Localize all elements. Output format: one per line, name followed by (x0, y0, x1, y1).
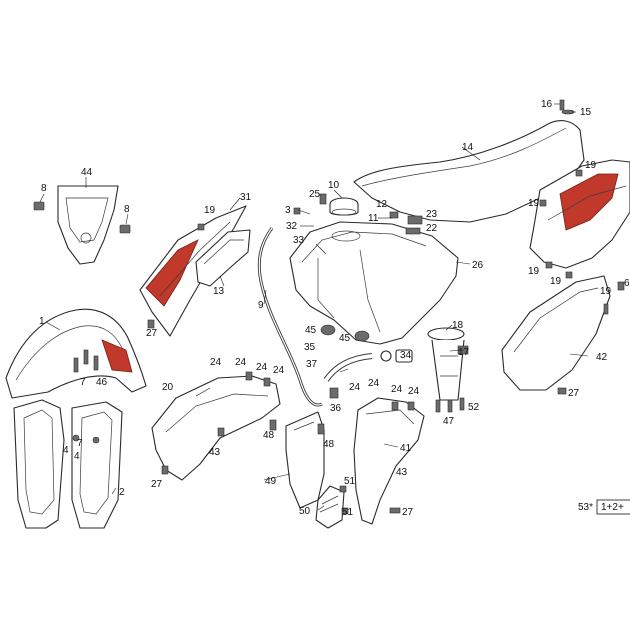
callout-24: 24 (210, 357, 222, 368)
callout-37: 37 (306, 359, 318, 370)
kit-reference-text: 1+2+ (601, 502, 624, 513)
callout-11: 11 (368, 213, 379, 224)
callout-24: 24 (391, 384, 403, 395)
callout-24: 24 (368, 378, 380, 389)
callout-46: 46 (96, 377, 108, 388)
callout-48: 48 (323, 439, 335, 450)
callout-49: 49 (265, 476, 277, 487)
callout-7: 7 (77, 438, 83, 449)
callout-51: 51 (342, 507, 354, 518)
hardware-screws-8 (33, 201, 131, 234)
radiator-shroud-inner (195, 229, 251, 287)
grommets (320, 324, 370, 342)
callout-22: 22 (426, 223, 438, 234)
callout-31: 31 (240, 192, 252, 203)
callout-17: 17 (458, 347, 470, 358)
callout-53: 53* (578, 502, 593, 513)
kit-reference-box: 1+2+ (596, 499, 630, 515)
callout-10: 10 (328, 180, 340, 191)
callout-4: 4 (74, 451, 80, 462)
callout-45: 45 (305, 325, 317, 336)
callout-50: 50 (299, 506, 311, 517)
callout-19: 19 (528, 266, 540, 277)
callout-13: 13 (213, 286, 225, 297)
callout-7: 7 (80, 377, 86, 388)
callout-32: 32 (286, 221, 298, 232)
callout-44: 44 (81, 167, 93, 178)
radiator-scoop-left (139, 205, 247, 337)
rear-fender (529, 159, 630, 269)
fender-screws-7-46 (73, 349, 99, 373)
callout-27: 27 (151, 479, 163, 490)
callout-23: 23 (426, 209, 438, 220)
callout-24: 24 (235, 357, 247, 368)
callout-25: 25 (309, 189, 321, 200)
leader-lines (39, 103, 589, 511)
callout-19: 19 (550, 276, 562, 287)
headlight-mask (57, 185, 119, 265)
callout-41: 41 (400, 443, 412, 454)
fork-guards (13, 399, 123, 529)
callout-43: 43 (396, 467, 408, 478)
fuel-pump (427, 327, 469, 401)
callout-labels: 1 2 3 4 4 7 7 8 8 9 10 11 12 13 14 15 16… (39, 99, 630, 518)
callout-15: 15 (580, 107, 592, 118)
callout-52: 52 (468, 402, 480, 413)
callout-33: 33 (293, 235, 305, 246)
callout-45: 45 (339, 333, 351, 344)
guard-plate (315, 485, 345, 529)
side-panel-right (501, 275, 611, 391)
callout-24: 24 (273, 365, 285, 376)
callout-8: 8 (41, 183, 47, 194)
callout-19: 19 (528, 198, 540, 209)
callout-19: 19 (204, 205, 216, 216)
callout-9: 9 (258, 300, 264, 311)
callout-19: 19 (600, 286, 612, 297)
fuel-hose (323, 349, 413, 382)
callout-48: 48 (263, 430, 275, 441)
vent-hose (257, 227, 323, 407)
callout-6: 6 (624, 278, 630, 289)
callout-20: 20 (162, 382, 174, 393)
callout-18: 18 (452, 320, 464, 331)
callout-27: 27 (568, 388, 580, 399)
callout-8: 8 (124, 204, 130, 215)
callout-43: 43 (209, 447, 221, 458)
callout-2: 2 (119, 487, 125, 498)
callout-34: 34 (400, 350, 412, 361)
front-fender (5, 308, 147, 399)
callout-3: 3 (285, 205, 291, 216)
callout-24: 24 (256, 362, 268, 373)
callout-26: 26 (472, 260, 484, 271)
callout-19: 19 (585, 160, 597, 171)
radiator-shroud-right (353, 397, 425, 525)
callout-16: 16 (541, 99, 553, 110)
callout-1: 1 (39, 316, 45, 327)
callout-42: 42 (596, 352, 608, 363)
fuel-cap (329, 197, 359, 216)
callout-24: 24 (408, 386, 420, 397)
callout-27: 27 (146, 328, 158, 339)
callout-14: 14 (462, 142, 474, 153)
fuel-tank (289, 221, 459, 345)
callout-36: 36 (330, 403, 342, 414)
callout-27: 27 (402, 507, 414, 518)
callout-51: 51 (344, 476, 356, 487)
small-hardware (147, 99, 625, 515)
callout-35: 35 (304, 342, 316, 353)
callout-47: 47 (443, 416, 455, 427)
callout-24: 24 (349, 382, 361, 393)
callout-4: 4 (63, 445, 69, 456)
callout-12: 12 (376, 199, 388, 210)
